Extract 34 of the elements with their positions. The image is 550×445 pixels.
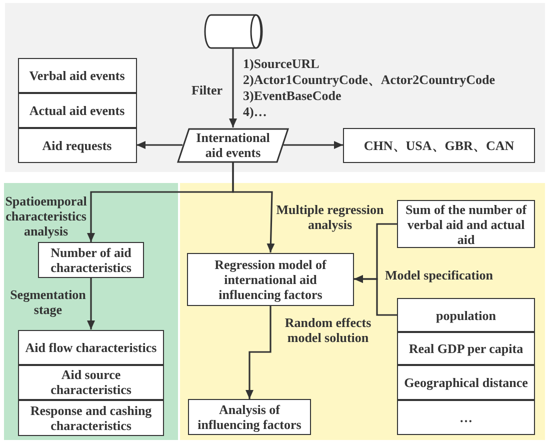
database-cylinder [204, 14, 262, 48]
filter-criterion: 2)Actor1CountryCode、Actor2CountryCode [243, 72, 496, 88]
process-box: Sum of the number of verbal aid and actual aid [397, 200, 535, 248]
process-box: Aid source characteristics [18, 364, 164, 400]
process-box: Response and cashing characteristics [18, 400, 164, 436]
edge-label: Segmentation stage [9, 287, 87, 317]
process-box: CHN、USA、GBR、CAN [343, 128, 535, 162]
filter-criterion: 4)… [243, 104, 267, 120]
process-box: Number of aid characteristics [38, 242, 144, 278]
process-box: Regression model of international aid influencing factors [187, 252, 354, 306]
data-parallelogram: International aid events [177, 128, 289, 162]
arrow [284, 141, 343, 149]
process-box: Aid flow characteristics [18, 330, 164, 364]
process-box: Real GDP per capita [397, 332, 535, 365]
edge-label: Model specification [384, 268, 494, 282]
edge-label: Random effects model solution [284, 315, 372, 345]
edge-label: Multiple regression analysis [275, 202, 385, 232]
edge-label: Spatioemporal characteristics analysis [4, 194, 88, 238]
process-box: Geographical distance [397, 365, 535, 400]
process-box: … [397, 400, 535, 435]
edge-label: Filter [190, 82, 224, 98]
filter-criterion: 3)EventBaseCode [243, 88, 342, 104]
arrow [232, 162, 275, 253]
filter-criterion: 1)SourceURL [243, 56, 320, 72]
process-box: Actual aid events [18, 92, 136, 128]
process-box: Aid requests [18, 128, 136, 162]
arrow [87, 278, 95, 330]
arrow [136, 141, 182, 149]
process-box: Verbal aid events [18, 58, 136, 92]
arrow [229, 48, 237, 128]
process-box: Analysis of influencing factors [188, 399, 311, 435]
process-box: population [397, 298, 535, 332]
arrow [246, 306, 272, 399]
arrow [354, 275, 397, 316]
